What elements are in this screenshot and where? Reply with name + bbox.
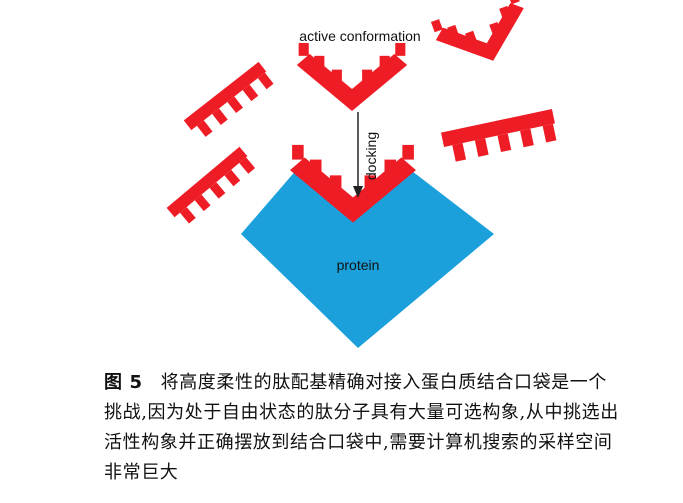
active-conformation-label: active conformation — [299, 28, 420, 44]
peptide-conformation-right-bottom — [441, 109, 559, 164]
protein-diamond — [241, 168, 494, 348]
docking-arrow-head — [353, 186, 363, 198]
peptide-conformation-left-top — [183, 61, 275, 142]
peptide-docking-figure: active conformation docking protein — [166, 0, 559, 348]
active-conformation-peptide — [296, 42, 408, 112]
peptide-conformation-left-bottom — [166, 146, 257, 229]
protein-label: protein — [337, 257, 380, 273]
figure-number: 图 5 — [104, 372, 143, 393]
peptide-conformation-right-top — [429, 0, 538, 77]
caption-text: 将高度柔性的肽配基精确对接入蛋白质结合口袋是一个挑战,因为处于自由状态的肽分子具… — [104, 372, 619, 483]
docking-label: docking — [363, 132, 379, 180]
